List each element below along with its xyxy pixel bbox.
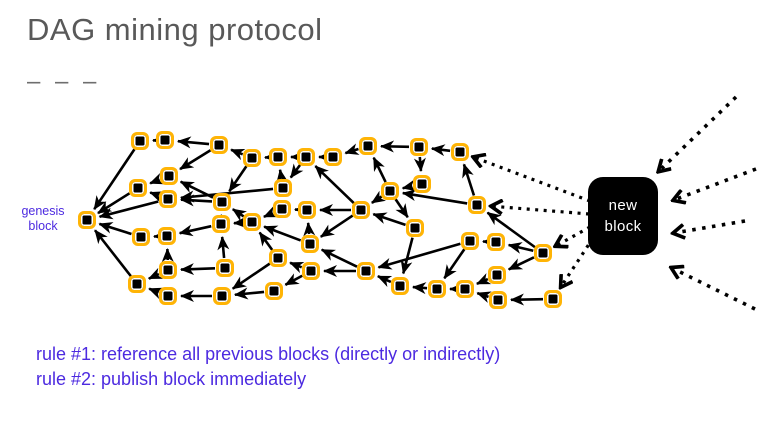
new-block-label-line1: new [608, 197, 638, 214]
rule-2: rule #2: publish block immediately [36, 368, 307, 389]
dag-edge [230, 148, 246, 161]
dag-edge [443, 248, 466, 280]
dag-edge [344, 143, 360, 155]
dag-edge [376, 275, 393, 287]
dag-edge [372, 212, 406, 227]
dag-edge [176, 136, 210, 149]
incoming-miner-arrow [672, 268, 756, 311]
dag-edge [232, 216, 248, 229]
genesis-block-label: genesis block [10, 204, 76, 234]
incoming-miner-arrow [674, 219, 746, 233]
dag-edge [148, 287, 164, 299]
new-block-dotted-reference-arrow [492, 206, 590, 216]
dag-edge [149, 173, 165, 185]
dag-edge [179, 263, 216, 276]
dag-edge [462, 163, 476, 196]
dag-edge [507, 242, 534, 254]
genesis-label-line2: block [28, 219, 58, 233]
dag-edge [509, 293, 544, 306]
dag-edge [231, 262, 271, 290]
dag-edge [98, 200, 159, 220]
new-block-dotted-reference-arrow [556, 225, 591, 246]
dag-edge [93, 229, 132, 277]
dag-edge [263, 206, 279, 219]
dag-edge [178, 224, 212, 237]
dag-edge [377, 242, 461, 270]
dag-edge [476, 291, 492, 303]
dag-edge [400, 237, 414, 275]
dag-edge [263, 225, 302, 242]
dag-edge [475, 273, 492, 285]
dag-edge [228, 165, 248, 193]
dag-edge [233, 287, 265, 300]
dag-edge [371, 190, 387, 204]
dag-edge [217, 235, 230, 259]
dag-edge [486, 211, 536, 249]
new-block-dotted-reference-arrow [561, 237, 595, 286]
dag-edge [320, 248, 358, 268]
dag-edge [231, 208, 247, 222]
dag-edge [289, 163, 304, 179]
dag-edge [147, 267, 164, 280]
dag-edge [179, 187, 274, 203]
dag-edge [179, 194, 213, 207]
dag-edge [372, 156, 387, 183]
slide-title: DAG mining protocol [27, 12, 323, 47]
title-underline-dashes: – – – [27, 68, 101, 95]
dag-edge [276, 168, 289, 184]
dag-edge [430, 144, 451, 157]
dag-edge [411, 282, 428, 295]
dag-edge [401, 179, 417, 192]
dag-edge [258, 231, 274, 251]
incoming-miner-arrow [659, 95, 738, 171]
dag-edge [98, 222, 132, 236]
dag-edge [314, 165, 355, 204]
dag-edge [149, 191, 165, 203]
dag-edge [507, 256, 535, 271]
dag-edge [319, 214, 354, 238]
dag-edge [93, 148, 136, 211]
new-block: new block [588, 177, 658, 255]
dag-edge [179, 149, 212, 171]
dag-edge [379, 140, 410, 153]
incoming-miner-arrow [674, 167, 757, 200]
dag-edge [303, 221, 316, 237]
dag-edge [394, 198, 409, 219]
genesis-label-line1: genesis [21, 204, 65, 218]
new-block-dotted-reference-arrow [474, 157, 591, 203]
rule-1: rule #1: reference all previous blocks (… [36, 344, 501, 364]
dag-edge [284, 273, 303, 286]
dag-edge [413, 156, 426, 173]
new-block-label-line2: block [604, 218, 642, 235]
dag-edge [401, 189, 468, 205]
rules-text: rule #1: reference all previous blocks (… [36, 342, 500, 391]
dag-edge [289, 261, 305, 274]
